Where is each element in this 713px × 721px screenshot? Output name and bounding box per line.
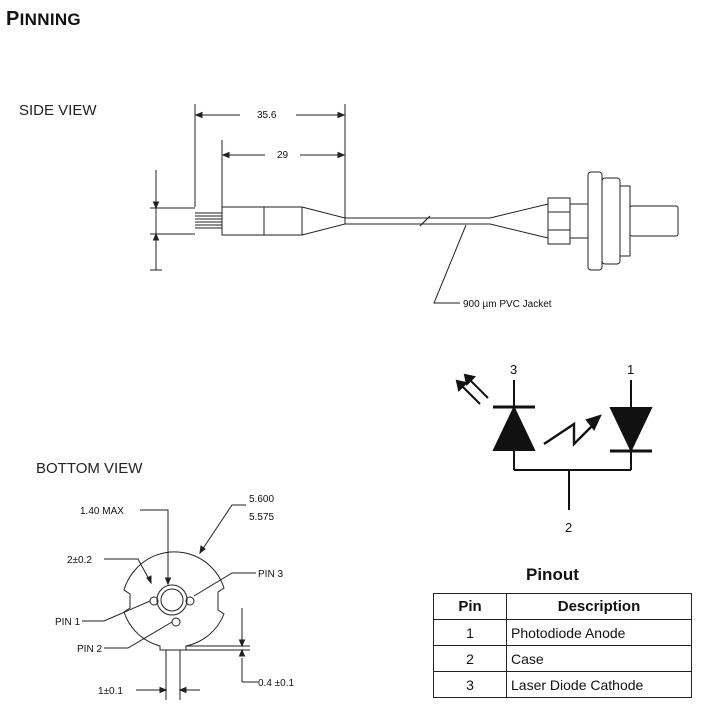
coupling-arrow xyxy=(543,421,593,447)
schematic-pin3: 3 xyxy=(510,362,517,377)
pin-cell: 2 xyxy=(433,645,507,672)
bottom-view-label: BOTTOM VIEW xyxy=(36,460,143,477)
page-title: PINNING xyxy=(6,8,81,30)
laser-diode-icon xyxy=(492,405,536,451)
tab-depth-label: 0.4 ±0.1 xyxy=(258,678,295,689)
pin1-label: PIN 1 xyxy=(55,617,80,628)
connector-boot xyxy=(489,203,549,239)
pin2-leader xyxy=(104,621,173,649)
emission-arrow-icon xyxy=(455,379,468,392)
pin-cell: 3 xyxy=(433,671,507,698)
fiber-break xyxy=(419,215,431,227)
jacket-leader xyxy=(433,224,467,304)
center-window xyxy=(156,584,188,616)
pin1-leader xyxy=(82,600,151,622)
emission-arrow-icon xyxy=(463,373,476,386)
dia-top-label: 5.600 xyxy=(249,494,274,505)
pin2-dot xyxy=(171,617,181,627)
coupling-arrow-icon xyxy=(585,414,602,431)
table-row: 3 Laser Diode Cathode xyxy=(433,671,692,698)
pin-spacing-label: 2±0.2 xyxy=(67,555,92,566)
pin3-leader xyxy=(193,572,256,597)
boot-taper xyxy=(301,206,346,236)
arrow-head xyxy=(194,111,203,119)
schematic-pin1: 1 xyxy=(627,362,634,377)
header-pin: Pin xyxy=(433,593,507,620)
schematic-pin2: 2 xyxy=(565,520,572,535)
header-outline xyxy=(123,551,225,651)
spacing-leader xyxy=(104,558,152,584)
side-view-label: SIDE VIEW xyxy=(19,102,97,119)
connector-collar xyxy=(619,185,631,257)
dia-leader xyxy=(199,504,246,554)
header-description: Description xyxy=(506,593,692,620)
description-cell: Photodiode Anode xyxy=(506,619,692,646)
table-header-row: Pin Description xyxy=(433,593,692,620)
photodiode-icon xyxy=(609,407,653,453)
pin-cell: 1 xyxy=(433,619,507,646)
pin3-dot xyxy=(185,596,195,606)
jacket-label: 900 µm PVC Jacket xyxy=(463,299,552,310)
dia-bottom-label: 5.575 xyxy=(249,512,274,523)
pinout-table: Pin Description 1 Photodiode Anode 2 Cas… xyxy=(433,593,692,698)
side-view-drawing xyxy=(150,104,679,304)
table-row: 2 Case xyxy=(433,645,692,672)
connector-flange xyxy=(587,171,603,271)
arrow-head xyxy=(221,151,230,159)
max-label: 1.40 MAX xyxy=(80,506,124,517)
connector-neck xyxy=(569,203,589,239)
pin3-label: PIN 3 xyxy=(258,569,283,580)
arrow-head xyxy=(337,111,346,119)
pin2-label: PIN 2 xyxy=(77,644,102,655)
connector-nut xyxy=(547,197,571,245)
description-cell: Laser Diode Cathode xyxy=(506,671,692,698)
dim-35-6: 35.6 xyxy=(257,110,277,121)
arrow-head xyxy=(337,151,346,159)
description-cell: Case xyxy=(506,645,692,672)
center-window-inner xyxy=(160,588,184,612)
package-body xyxy=(221,206,265,236)
table-row: 1 Photodiode Anode xyxy=(433,619,692,646)
tab-width-label: 1±0.1 xyxy=(98,686,123,697)
pinout-title: Pinout xyxy=(526,565,579,584)
max-leader xyxy=(140,509,169,584)
connector-ferrule xyxy=(629,205,679,237)
dim-29: 29 xyxy=(277,150,289,161)
connector-flange-2 xyxy=(601,177,621,265)
schematic-symbol xyxy=(455,373,653,510)
package-sleeve xyxy=(263,206,303,236)
bottom-view-drawing xyxy=(82,504,258,700)
